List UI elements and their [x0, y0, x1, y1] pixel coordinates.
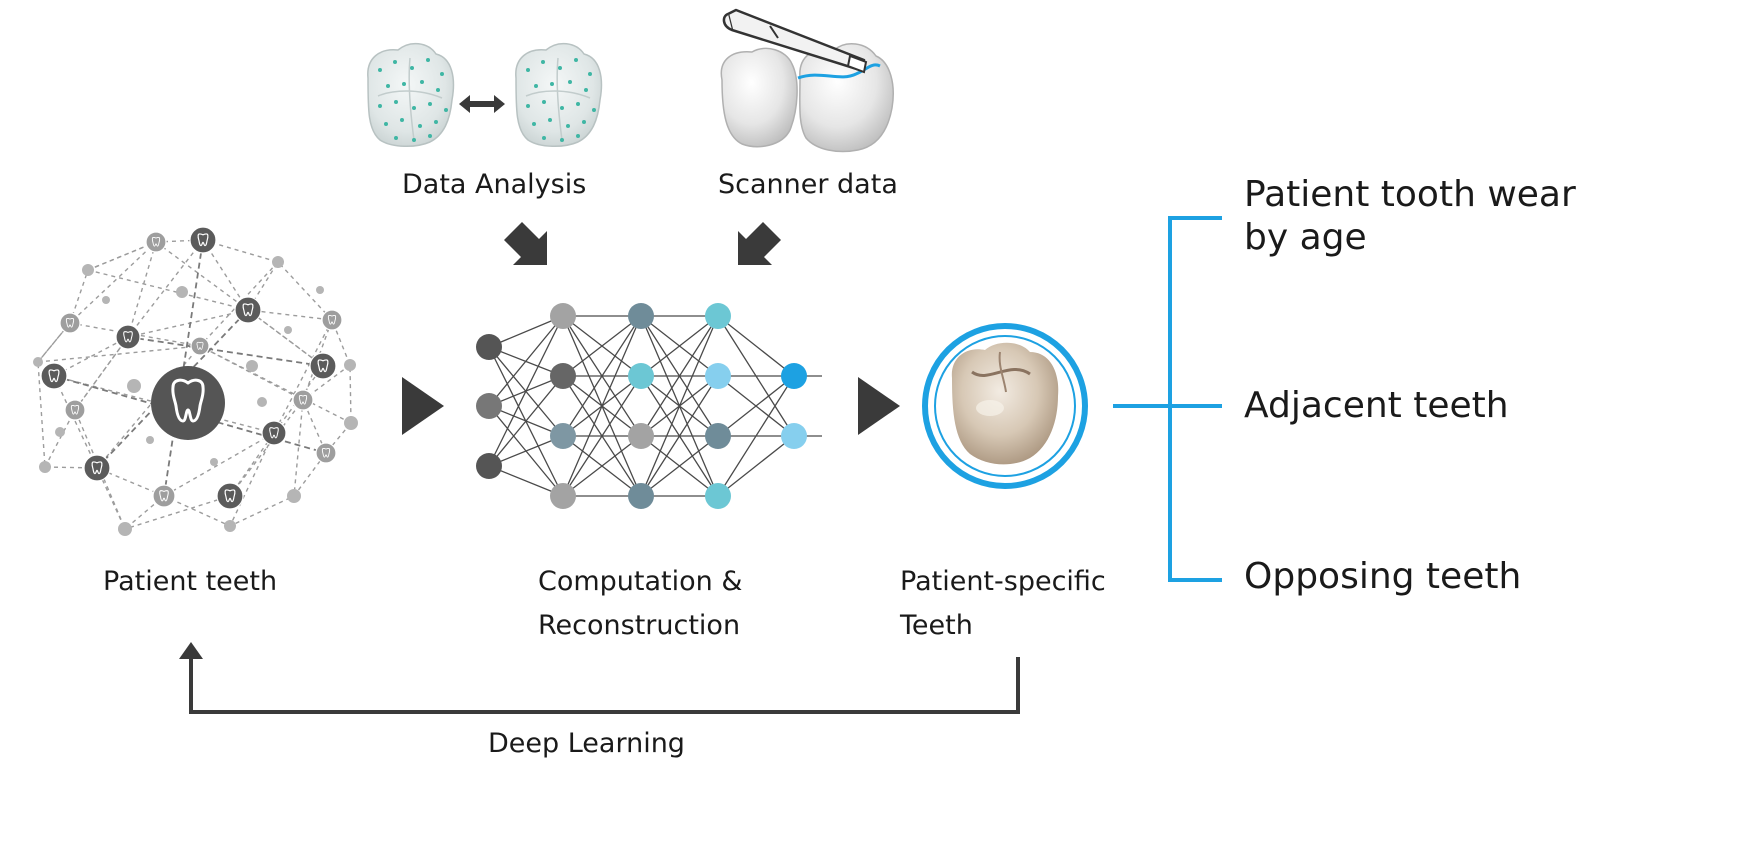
patient-specific-label-line2: Teeth	[900, 610, 973, 641]
tooth-icon	[151, 366, 225, 440]
tooth-mesh-icon	[515, 42, 603, 147]
computation-label-line2: Reconstruction	[538, 610, 741, 641]
patient-teeth-network	[33, 226, 358, 536]
output-tooth-wear-line2: by age	[1244, 217, 1367, 258]
computation-label-line1: Computation &	[538, 566, 743, 597]
output-opposing-teeth: Opposing teeth	[1244, 556, 1522, 597]
patient-teeth-label: Patient teeth	[103, 566, 278, 597]
double-arrow-icon	[459, 95, 505, 113]
feedback-loop-arrow	[179, 642, 1020, 714]
play-arrow-icon	[858, 377, 900, 435]
tooth-mesh-icon	[367, 42, 455, 147]
output-tooth-wear-line1: Patient tooth wear	[1244, 174, 1576, 215]
scanner-data-label: Scanner data	[718, 169, 898, 200]
output-bracket	[1113, 216, 1222, 582]
input-arrow	[738, 222, 781, 265]
play-arrow-icon	[402, 377, 444, 435]
crown-photo-icon	[922, 323, 1088, 489]
scanner-wand-icon	[722, 8, 868, 74]
data-analysis-label: Data Analysis	[402, 169, 587, 200]
patient-specific-label-line1: Patient-specific	[900, 566, 1106, 597]
deep-learning-label: Deep Learning	[488, 728, 685, 759]
scanner-teeth-image	[720, 43, 894, 153]
neural-network	[476, 303, 822, 509]
input-arrow	[504, 222, 547, 265]
output-adjacent-teeth: Adjacent teeth	[1244, 385, 1509, 426]
